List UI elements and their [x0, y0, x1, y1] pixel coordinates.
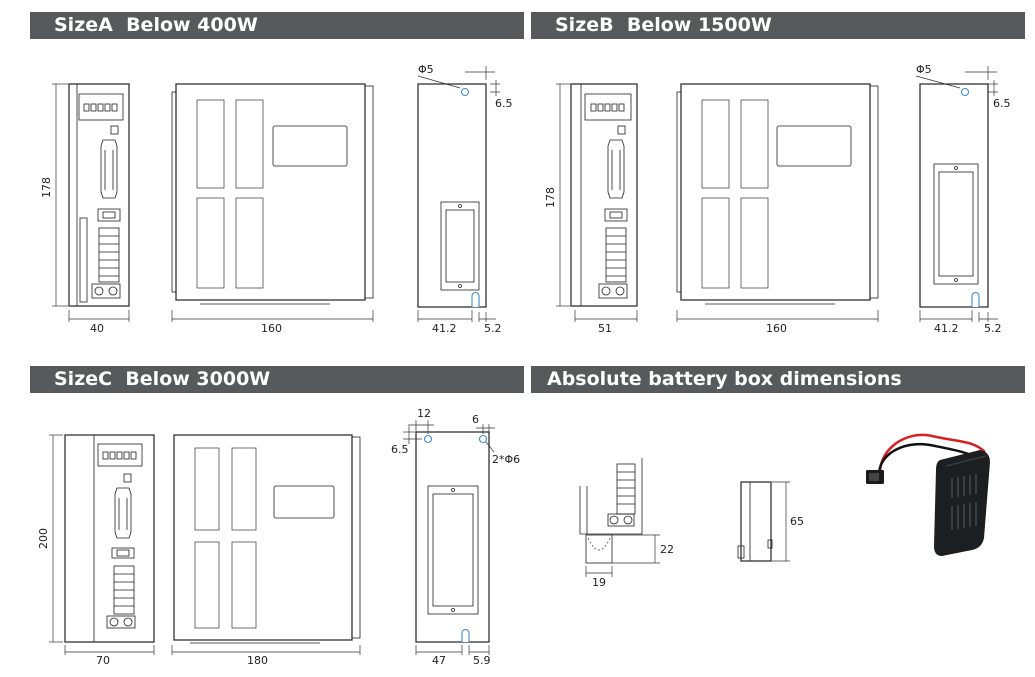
size-c-hole-left-label: 12: [417, 407, 431, 420]
size-b-back-width-label: 41.2: [934, 322, 959, 335]
size-a-front-width-label: 40: [90, 322, 104, 335]
size-b-front-view: [570, 83, 638, 307]
size-a-side-view: [171, 83, 374, 305]
battery-box-photo: [866, 433, 990, 556]
mounting-hole-icon: [960, 87, 970, 97]
size-c-back-width-label: 47: [432, 654, 446, 667]
size-c-height-label: 200: [37, 528, 50, 549]
size-c-back-view: [415, 431, 490, 643]
battery-box-dimensions: 65: [772, 481, 804, 562]
size-b-side-view: [676, 83, 879, 305]
size-b-dimensions: 178 51 160 41.2 5.2 Φ5 6.5: [544, 63, 1011, 335]
size-a-dimensions: 178 40 160 41.2 5.2 Φ5 6.5: [40, 63, 513, 335]
size-a-header: SizeA Below 400W: [30, 12, 524, 39]
size-b-depth-label: 160: [766, 322, 787, 335]
size-b-back-view: [919, 83, 989, 308]
size-a-back-width-label: 41.2: [432, 322, 457, 335]
battery-box-view: [737, 481, 773, 562]
battery-clip-view: [579, 458, 643, 564]
battery-box-height-label: 65: [790, 515, 804, 528]
size-c-header: SizeC Below 3000W: [30, 366, 524, 393]
size-a-hole-dia-label: Φ5: [418, 63, 434, 76]
size-c-side-view: [173, 434, 361, 644]
battery-clip-dimensions: 22 19: [585, 534, 674, 589]
size-b-hole-dia-label: Φ5: [916, 63, 932, 76]
mounting-hole-icon: [423, 434, 433, 444]
size-b-back-offset-label: 5.2: [984, 322, 1002, 335]
battery-clip-width-label: 19: [592, 576, 606, 589]
size-a-back-offset-label: 5.2: [484, 322, 502, 335]
battery-clip-height-label: 22: [660, 543, 674, 556]
size-c-hole-dia-label: 2*Φ6: [492, 453, 520, 466]
size-a-hole-offset-label: 6.5: [495, 97, 513, 110]
size-c-hole-offset-label: 6.5: [391, 443, 409, 456]
size-a-depth-label: 160: [261, 322, 282, 335]
battery-header: Absolute battery box dimensions: [531, 366, 1025, 393]
size-c-front-width-label: 70: [96, 654, 110, 667]
size-b-header: SizeB Below 1500W: [531, 12, 1025, 39]
size-c-depth-label: 180: [247, 654, 268, 667]
size-b-height-label: 178: [544, 187, 557, 208]
size-c-back-offset-label: 5.9: [473, 654, 491, 667]
size-c-dimensions: 200 70 180 47 5.9 12 6 6.5 2*Φ6: [37, 407, 520, 667]
size-c-front-view: [64, 434, 155, 643]
mounting-hole-icon: [478, 434, 488, 444]
size-b-hole-offset-label: 6.5: [993, 97, 1011, 110]
size-a-back-view: [417, 83, 487, 308]
size-a-front-view: [68, 83, 130, 307]
mounting-hole-icon: [460, 87, 470, 97]
size-a-height-label: 178: [40, 177, 53, 198]
size-b-front-width-label: 51: [598, 322, 612, 335]
size-c-hole-right-label: 6: [472, 413, 479, 426]
